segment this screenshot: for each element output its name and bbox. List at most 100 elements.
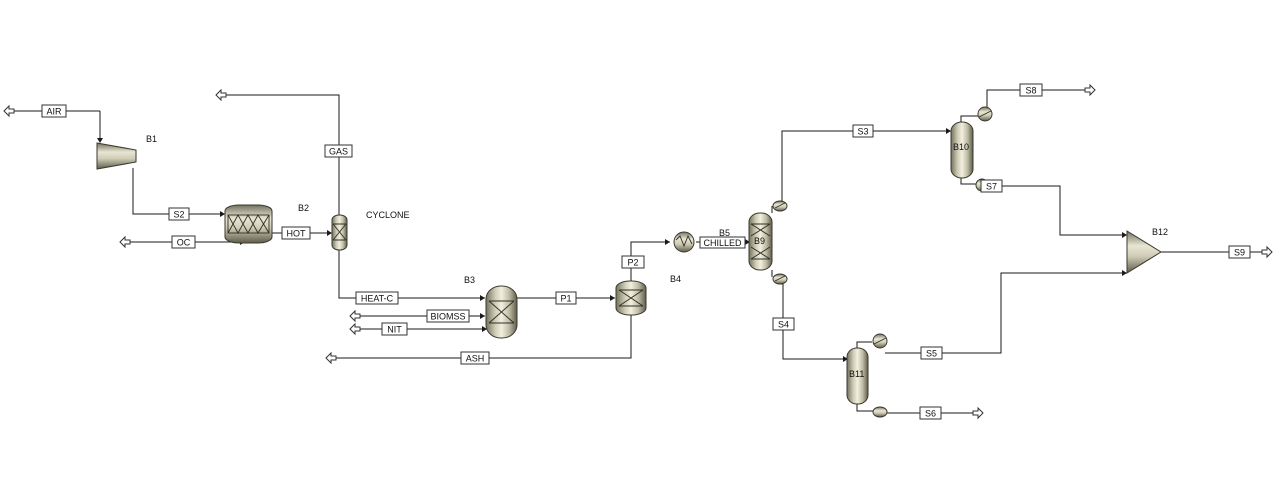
compressor-icon [96,142,137,170]
label-cyclone: CYCLONE [366,210,410,220]
tag-s4-box[interactable] [772,317,795,331]
tag-ash-box[interactable] [460,351,490,365]
arrowhead-nit-b3 [482,326,487,332]
arrowhead-s5-b12 [1122,270,1127,276]
port-s9-product[interactable] [1261,245,1273,259]
tag-chilled-box[interactable] [699,236,746,249]
port-ash-product[interactable] [325,351,337,365]
tag-s8-box[interactable] [1019,83,1043,97]
b10-bottoms-connector [960,176,976,185]
arrowhead-s4-b11 [843,356,848,362]
label-b9: B9 [754,236,765,246]
tag-p1-box[interactable] [555,291,577,305]
tag-oc-box[interactable] [171,235,196,249]
b11-column-icon [846,347,869,405]
tag-s5-box[interactable] [920,346,943,360]
arrowhead-s7-b12 [1122,232,1127,238]
label-b4: B4 [670,274,681,284]
port-oc-feed[interactable] [119,235,131,249]
label-b5: B5 [719,228,730,238]
stream-lines [12,89,1262,414]
stream-tags: AIR GAS S2 OC HOT HEAT-C BIOMSS NIT ASH … [41,83,1251,420]
arrowhead-s2-b2 [220,211,225,217]
tag-chilled: CHILLED [703,238,742,248]
b3-reactor[interactable] [485,285,518,339]
stream-s5-line[interactable] [885,272,1127,354]
port-biomss-feed[interactable] [349,309,361,323]
b11-bottoms-connector [856,404,874,412]
tag-s7-box[interactable] [980,179,1003,193]
label-b2: B2 [298,203,309,213]
arrowhead-p2-b5 [665,239,670,245]
label-b12: B12 [1152,227,1168,237]
tag-s3-box[interactable] [852,124,874,138]
mixer-icon [1126,230,1162,274]
label-b3: B3 [464,275,475,285]
b10-column[interactable] [950,106,993,192]
port-air-feed[interactable] [3,104,15,118]
b10-overhead-connector [960,115,978,122]
stream-s3-line[interactable] [779,130,951,202]
tag-s6-box[interactable] [919,406,942,420]
tag-gas-box[interactable] [324,144,353,158]
tag-hot: HOT [287,229,307,239]
tag-p1: P1 [560,294,571,304]
stream-gas-line[interactable] [224,94,340,215]
b2-vessel-icon [224,204,273,244]
tag-oc: OC [177,238,191,248]
label-b10: B10 [953,142,969,152]
b12-mixer[interactable] [1126,230,1162,274]
tag-s2-box[interactable] [168,207,190,221]
b2-reactor[interactable] [224,204,273,244]
tag-s3: S3 [857,127,868,137]
b10-column-icon [950,121,974,179]
tag-p2: P2 [627,258,638,268]
b1-compressor[interactable] [96,142,137,170]
port-s8-product[interactable] [1084,83,1096,97]
stream-ash-line[interactable] [334,315,632,359]
tag-biomss-box[interactable] [426,309,470,323]
stream-s8-line[interactable] [986,89,1085,113]
label-b1: B1 [146,134,157,144]
tag-nit-box[interactable] [381,322,408,336]
tag-air-box[interactable] [41,104,67,118]
b11-overhead-connector [856,341,872,348]
stream-arrowheads [97,128,1127,362]
tag-heat-c-box[interactable] [355,291,399,305]
block-labels: B1 B2 CYCLONE B3 B4 B5 B9 B10 B11 B12 [146,134,1168,379]
arrowhead-s3-b10 [946,128,951,134]
tag-s7: S7 [986,182,997,192]
arrowhead-air-b1 [97,138,103,143]
stream-s7-line[interactable] [985,185,1127,236]
port-gas-product[interactable] [215,88,227,102]
arrowhead-heatc-b3 [480,295,485,301]
tag-hot-box[interactable] [281,226,311,240]
tag-heat-c: HEAT-C [361,294,394,304]
cyclone-separator[interactable] [331,214,348,251]
tag-s6: S6 [925,409,936,419]
port-s6-product[interactable] [972,406,984,420]
tag-s2: S2 [173,210,184,220]
tag-s9: S9 [1234,248,1245,258]
arrowhead-chilled-b9 [745,239,750,245]
label-b11: B11 [849,369,864,379]
tag-biomss: BIOMSS [430,312,465,322]
tag-gas: GAS [329,147,348,157]
port-nit-feed[interactable] [349,322,361,336]
boundary-ports [3,83,1273,420]
tag-s5: S5 [926,349,937,359]
tag-s4: S4 [778,320,789,330]
b9-column[interactable] [748,200,788,285]
tag-air: AIR [46,107,62,117]
b5-heater[interactable] [673,231,695,253]
tag-p2-box[interactable] [621,255,645,269]
stream-heat-c-line[interactable] [338,250,485,299]
b4-separator[interactable] [615,280,647,316]
tag-ash: ASH [466,354,485,364]
tag-s8: S8 [1025,86,1036,96]
tag-s9-box[interactable] [1228,245,1251,259]
arrowhead-p1-b4 [610,295,615,301]
b11-column[interactable] [846,333,888,418]
stream-s2-line[interactable] [132,168,225,215]
